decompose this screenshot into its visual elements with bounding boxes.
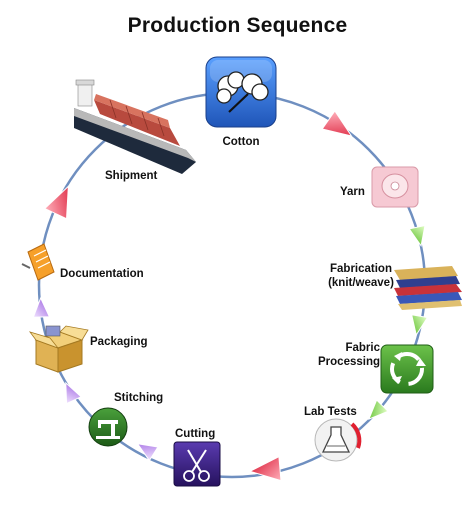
arrow-cutting-to-stitching <box>136 443 159 462</box>
flask-icon <box>314 418 362 462</box>
cotton-icon <box>205 56 277 128</box>
arrow-yarn-to-fabrication <box>408 224 426 248</box>
arrow-packaging-to-documentation <box>32 296 51 318</box>
box-icon <box>28 325 89 373</box>
step-label-packaging: Packaging <box>90 336 148 348</box>
step-label-fabrication: Fabrication (knit/weave) <box>328 263 394 289</box>
arrow-processing-to-labtests <box>368 399 389 420</box>
step-label-cutting: Cutting <box>175 428 216 440</box>
step-label-cotton: Cotton <box>222 136 260 148</box>
arrow-documentation-to-shipment <box>43 185 69 220</box>
arrow-stitching-to-packaging <box>65 381 82 405</box>
arrow-fabrication-to-processing <box>411 314 429 337</box>
recycle-icon <box>380 344 434 394</box>
yarn-icon <box>371 166 419 208</box>
step-label-documentation: Documentation <box>60 268 144 280</box>
step-label-yarn: Yarn <box>340 186 365 198</box>
document-icon <box>21 243 55 281</box>
fabric-stack-icon <box>394 266 462 310</box>
cargo-ship-icon <box>74 79 196 174</box>
sewing-machine-icon <box>88 407 128 447</box>
scissors-icon <box>173 441 221 487</box>
step-label-shipment: Shipment <box>105 170 158 182</box>
step-label-stitching: Stitching <box>114 392 164 404</box>
step-label-lab-tests: Lab Tests <box>304 406 357 418</box>
arrow-cotton-to-yarn <box>321 110 353 137</box>
diagram-title: Production Sequence <box>127 14 348 37</box>
arrow-labtests-to-cutting <box>248 455 282 482</box>
step-label-fabric-processing: Fabric Processing <box>318 342 380 368</box>
